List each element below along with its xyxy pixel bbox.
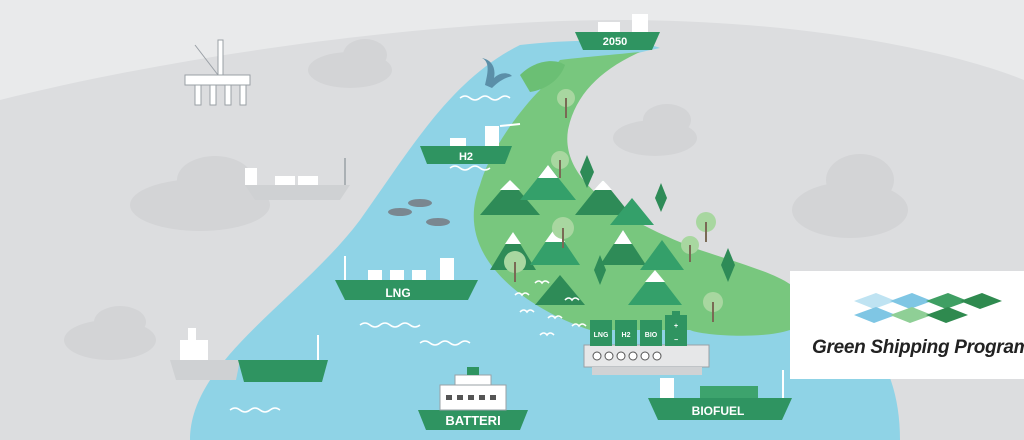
fuel-station: LNG H2 BIO + −: [583, 311, 710, 375]
green-island: [520, 61, 565, 92]
ship-h2-label: H2: [459, 151, 473, 163]
ship-2050-label: 2050: [603, 36, 627, 48]
oil-platform-icon: [184, 39, 251, 106]
ship-batteri-label: BATTERI: [445, 413, 500, 428]
gray-tanker-ship: [170, 328, 240, 380]
tree-icon: [504, 89, 735, 322]
ship-batteri: BATTERI: [418, 367, 528, 430]
battery-minus-label: −: [674, 337, 678, 344]
battery-plus-label: +: [674, 323, 678, 330]
tank-bio-label: BIO: [645, 332, 658, 339]
green-tanker-ship: [238, 335, 328, 382]
wave-lines: [229, 95, 511, 413]
logo-card: Green Shipping Programme: [790, 271, 1024, 379]
ship-lng: LNG: [335, 256, 478, 300]
ship-biofuel-label: BIOFUEL: [692, 404, 745, 418]
seagull-icon: [514, 280, 587, 337]
fish-icon: [388, 199, 450, 226]
logo-wordmark: Green Shipping Programme: [812, 337, 1024, 358]
ship-2050: 2050: [575, 14, 660, 50]
logo-mark-icon: [854, 293, 1002, 323]
ship-h2: H2: [420, 123, 521, 164]
tank-lng-label: LNG: [594, 332, 609, 339]
ship-biofuel: BIOFUEL: [648, 370, 792, 420]
ship-lng-label: LNG: [385, 286, 410, 300]
dock-porthole-icon: [592, 351, 662, 361]
cloud-icon: [64, 39, 908, 360]
tank-h2-label: H2: [622, 332, 631, 339]
gray-cargo-ship: [245, 158, 350, 200]
whale-tail-icon: [482, 58, 512, 88]
